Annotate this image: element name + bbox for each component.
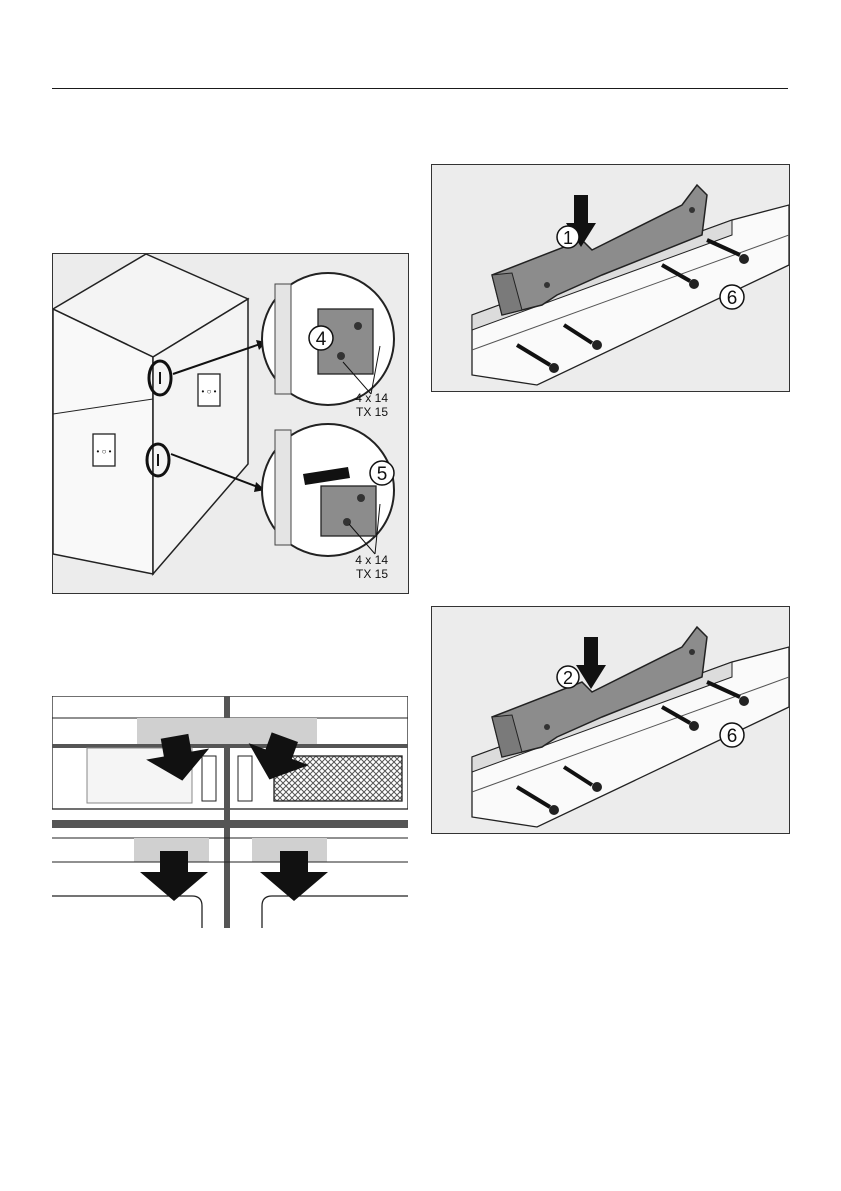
svg-text:2: 2 — [563, 668, 573, 688]
callout-2: 2 — [557, 666, 579, 688]
svg-text:• ○ •: • ○ • — [202, 387, 217, 396]
svg-text:1: 1 — [563, 228, 573, 248]
figure-ventilation — [52, 696, 408, 928]
header-rule — [52, 88, 788, 89]
svg-text:5: 5 — [377, 464, 388, 485]
screw-spec-upper: 4 x 14 — [355, 391, 388, 405]
bit-spec-upper: TX 15 — [356, 405, 388, 419]
arrow-icon — [576, 637, 606, 689]
svg-text:• ○ •: • ○ • — [97, 447, 112, 456]
callout-6-top: 6 — [720, 285, 744, 309]
svg-text:6: 6 — [727, 288, 738, 309]
callout-1: 1 — [557, 226, 579, 248]
svg-text:4: 4 — [316, 329, 327, 350]
callout-5: 5 — [370, 461, 394, 485]
figure-bracket-install-2: 2 6 — [431, 606, 790, 834]
callout-4: 4 — [309, 326, 333, 350]
figure-cabinet-connection: • ○ • • ○ • 4 4 x 14 TX 15 — [52, 253, 409, 594]
screw-spec-lower: 4 x 14 — [355, 553, 388, 567]
figure-bracket-install-1: 1 6 — [431, 164, 790, 392]
ventilation-arrow-icon — [140, 851, 328, 901]
callout-6-bottom: 6 — [720, 723, 744, 747]
svg-text:6: 6 — [727, 726, 738, 747]
bit-spec-lower: TX 15 — [356, 567, 388, 581]
